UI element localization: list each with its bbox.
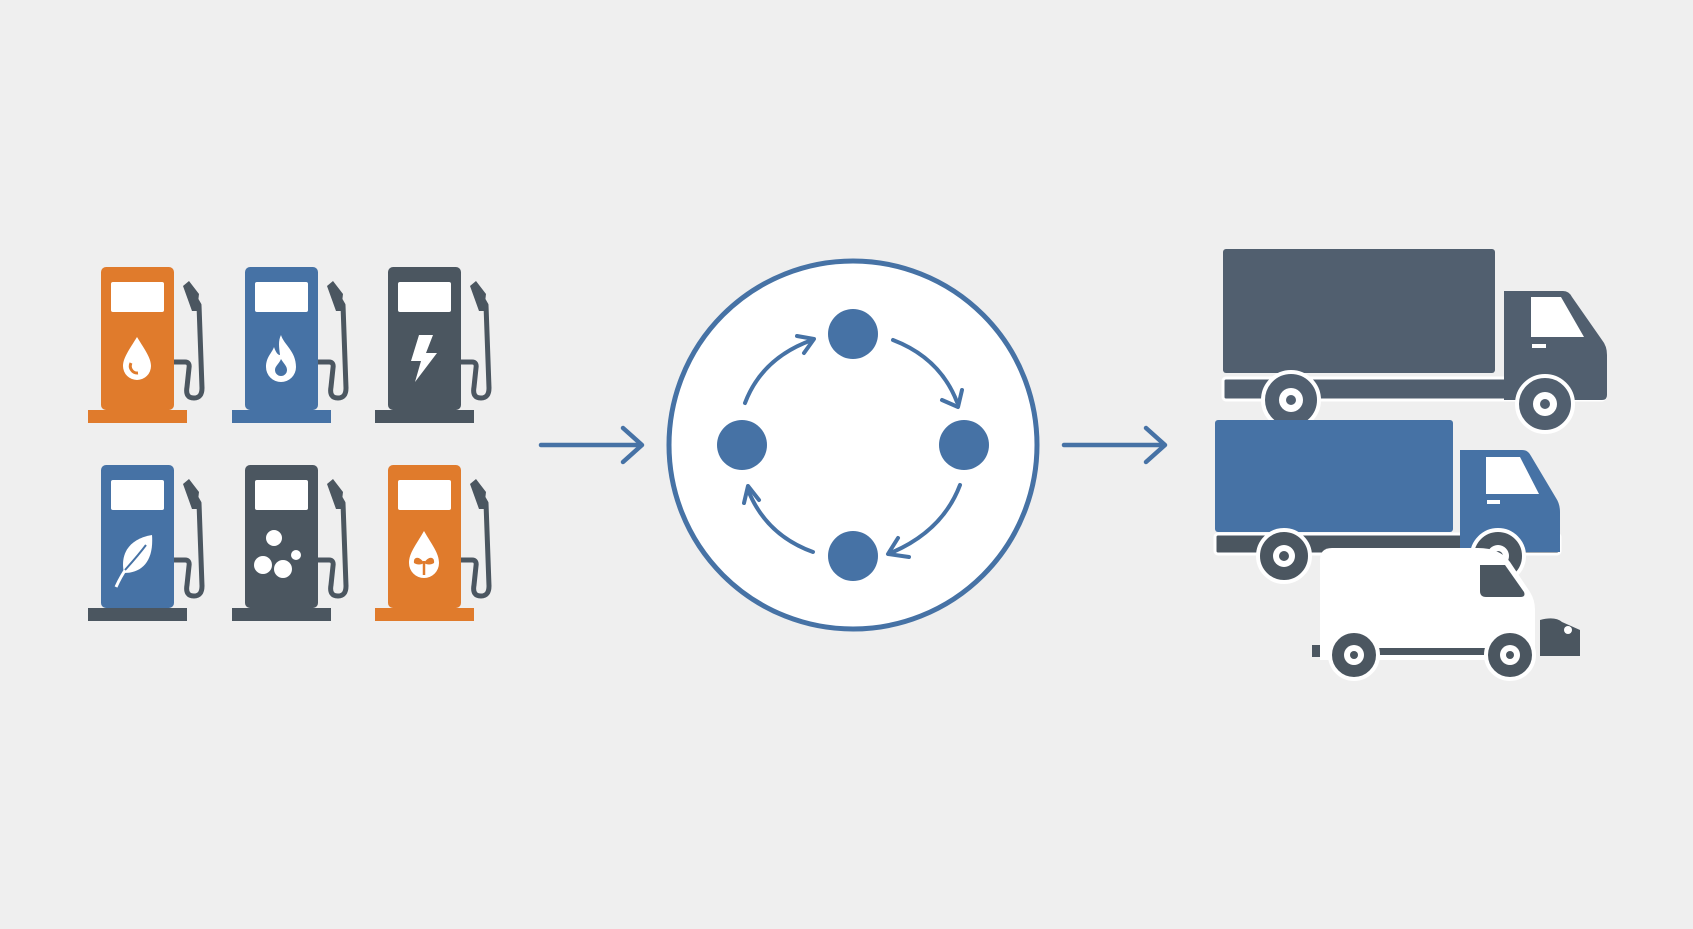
van-headlight <box>1564 626 1572 634</box>
fuel-pump-hose <box>174 487 205 599</box>
wheel <box>1261 370 1321 430</box>
truck-door-handle <box>1532 344 1546 348</box>
fuel-pump <box>232 267 349 423</box>
cycle-ring <box>666 258 1040 632</box>
truck-door-handle <box>1487 500 1500 504</box>
cycle-arrowhead <box>795 334 816 355</box>
arrow-right-icon <box>1061 425 1168 465</box>
cycle-arrowhead <box>886 536 911 559</box>
wheel <box>1328 629 1380 681</box>
van-icon <box>1312 548 1580 681</box>
flame-icon <box>266 335 296 382</box>
cycle-arrow-icon <box>891 338 959 404</box>
van-trim <box>1378 648 1502 655</box>
wheel <box>1256 528 1312 584</box>
fuel-pump-display <box>111 282 164 312</box>
cycle-node <box>828 531 878 581</box>
fuel-pump-display <box>255 480 308 510</box>
water-drop-icon <box>123 337 151 380</box>
wheel <box>1515 374 1575 434</box>
fuel-pump-hose <box>318 289 349 401</box>
fuel-pump <box>232 465 349 621</box>
fuel-pump-nozzle <box>183 479 199 509</box>
fuel-pump-display <box>255 282 308 312</box>
fuel-pump-hose <box>318 487 349 599</box>
fuel-pump-display <box>111 480 164 510</box>
cycle-arrow-icon <box>743 338 814 405</box>
box-truck-icon <box>1221 249 1607 434</box>
cycle-arrowhead <box>940 388 964 409</box>
vehicle-fleet <box>1213 249 1607 681</box>
fuel-pump-base <box>232 410 331 423</box>
truck-window <box>1486 457 1539 494</box>
lightning-bolt-icon <box>411 335 437 382</box>
truck-cab <box>1460 450 1560 552</box>
bio-drop-icon <box>409 531 439 578</box>
cycle-arrows <box>742 334 964 559</box>
cycle-node <box>939 420 989 470</box>
fuel-pump-base <box>375 608 474 621</box>
fuel-pump-hose <box>461 289 492 401</box>
arrow-right-icon <box>538 425 645 465</box>
fuel-pump-hose <box>461 487 492 599</box>
van-window <box>1480 565 1525 597</box>
leaf-icon <box>114 535 153 588</box>
fuel-pump-nozzle <box>470 281 486 311</box>
fuel-pump-grid <box>88 267 492 621</box>
fuel-pump-display <box>398 480 451 510</box>
fuel-pump-base <box>232 608 331 621</box>
truck-cargo-box <box>1223 249 1495 373</box>
fuel-pump <box>88 465 205 621</box>
cycle-arrow-icon <box>891 483 962 554</box>
van-bumper <box>1312 645 1320 657</box>
fuel-pump-base <box>88 410 187 423</box>
cycle-process <box>666 258 1040 632</box>
truck-cab <box>1504 291 1607 400</box>
fuel-pump-nozzle <box>470 479 486 509</box>
fuel-pump-base <box>375 410 474 423</box>
cycle-node <box>828 309 878 359</box>
bubbles-icon <box>254 530 301 578</box>
fuel-pump <box>375 267 492 423</box>
fuel-pump-hose <box>174 289 205 401</box>
cycle-arrowhead <box>742 484 761 505</box>
fuel-pump <box>375 465 492 621</box>
fuel-pump-nozzle <box>327 281 343 311</box>
truck-cargo-box <box>1215 420 1453 532</box>
fuel-pump-nozzle <box>183 281 199 311</box>
fuel-pump-nozzle <box>327 479 343 509</box>
cycle-arrow-icon <box>746 488 815 554</box>
fuel-pump <box>88 267 205 423</box>
fuel-pump-base <box>88 608 187 621</box>
fuel-pump-display <box>398 282 451 312</box>
wheel <box>1484 629 1536 681</box>
cycle-node <box>717 420 767 470</box>
truck-window <box>1531 297 1584 337</box>
